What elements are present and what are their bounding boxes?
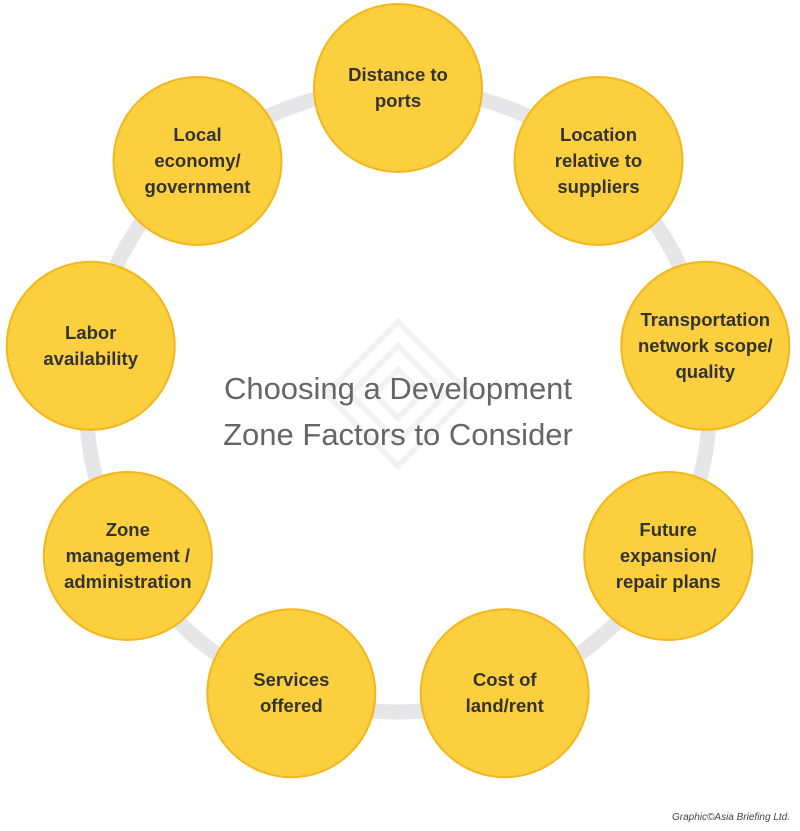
factor-label-line: Zone <box>106 519 150 540</box>
factor-label-line: network scope/ <box>638 335 773 356</box>
factor-label-line: Location <box>560 124 637 145</box>
factor-circle <box>206 608 377 779</box>
factor-node: Local economy/government <box>112 76 283 246</box>
factor-label-line: ports <box>375 90 421 111</box>
factor-node: Transportation network scope/quality <box>620 260 791 431</box>
factor-label-line: Labor <box>65 322 116 343</box>
factor-label-line: Distance to <box>348 64 448 85</box>
factor-label-line: repair plans <box>616 571 721 592</box>
factor-label-line: management / <box>66 545 190 566</box>
factor-label-line: Future <box>639 519 697 540</box>
title-line: Choosing a Development <box>224 371 572 406</box>
factor-circle <box>620 260 791 431</box>
factor-label-line: government <box>145 176 251 197</box>
factor-node: Labor availability <box>5 260 176 431</box>
factor-node: Distance to ports <box>313 3 483 173</box>
factor-label-line: administration <box>64 571 191 592</box>
factor-node: Zone management / administration <box>42 471 213 641</box>
factor-label-line: relative to <box>555 150 642 171</box>
factor-label-line: Services <box>253 669 329 690</box>
factor-circle <box>513 76 684 246</box>
factor-circle <box>42 471 213 641</box>
diagram-title: Choosing a Development Zone Factors to C… <box>223 371 573 452</box>
factor-node: Services offered <box>206 608 377 779</box>
factor-node: Cost of land/rent <box>419 608 590 779</box>
factor-node: Future expansion/repair plans <box>583 471 754 641</box>
title-line: Zone Factors to Consider <box>223 417 573 452</box>
factor-node: Location relative to suppliers <box>513 76 684 246</box>
factor-label-line: Transportation <box>641 309 771 330</box>
factor-label-line: Local <box>173 124 221 145</box>
factor-circle <box>583 471 754 641</box>
factor-label-line: offered <box>260 695 323 716</box>
factor-label-line: Cost of <box>473 669 538 690</box>
factor-circle <box>112 76 283 246</box>
factor-label-line: quality <box>675 361 735 382</box>
factor-label-line: expansion/ <box>620 545 717 566</box>
watermark-logo <box>321 317 475 471</box>
graphic-credit: Graphic©Asia Briefing Ltd. <box>672 812 790 823</box>
factor-circle <box>5 260 176 431</box>
factor-label-line: economy/ <box>154 150 240 171</box>
factor-circle <box>313 3 483 173</box>
factor-circle <box>419 608 590 779</box>
factor-label-line: suppliers <box>557 176 639 197</box>
factor-label-line: availability <box>43 348 138 369</box>
factor-label-line: land/rent <box>466 695 544 716</box>
